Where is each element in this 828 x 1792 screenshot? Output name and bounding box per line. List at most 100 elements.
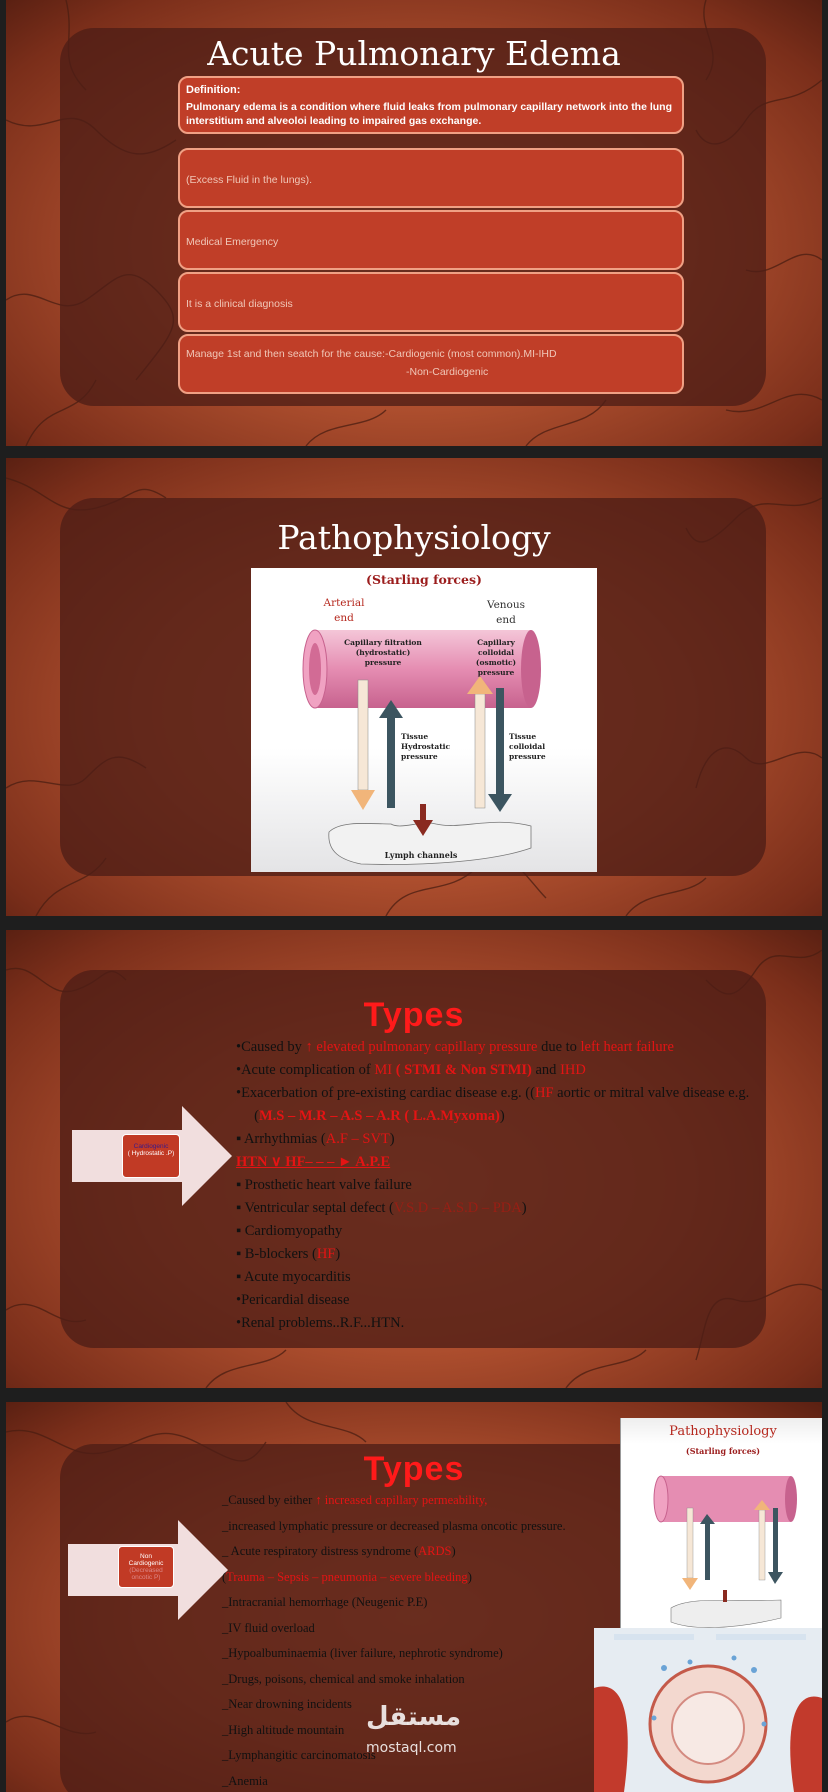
list-item: •Pericardial disease: [236, 1289, 756, 1312]
text: _Anemia: [222, 1773, 268, 1788]
list-item: _IV fluid overload: [222, 1616, 622, 1642]
non-cardiogenic-label: Non Cardiogenic (Decreased oncotic P): [118, 1546, 174, 1588]
list-item: •Exacerbation of pre-existing cardiac di…: [236, 1082, 756, 1105]
text: A.F – SVT: [325, 1131, 390, 1147]
info-box-2: Medical Emergency: [178, 210, 684, 270]
list-item: _increased lymphatic pressure or decreas…: [222, 1514, 622, 1540]
info-box-4-text: Manage 1st and then seatch for the cause…: [186, 348, 557, 360]
list-item: _ Acute respiratory distress syndrome (A…: [222, 1539, 622, 1565]
text: and: [531, 1062, 561, 1078]
inset-title: Pathophysiology: [669, 1424, 777, 1439]
list-item: (Trauma – Sepsis – pneumonia – severe bl…: [222, 1565, 622, 1591]
list-item: _Hypoalbuminaemia (liver failure, nephro…: [222, 1641, 622, 1667]
info-box-3-text: It is a clinical diagnosis: [186, 298, 293, 310]
inset-header: [621, 1418, 822, 1444]
text: (: [236, 1108, 259, 1124]
text: _IV fluid overload: [222, 1620, 315, 1635]
text: due to: [537, 1039, 581, 1055]
text: V.S.D – A.S.D – PDA: [393, 1200, 522, 1216]
starling-diagram: (Starling forces) Arterial end Venous en…: [251, 568, 597, 872]
list-item: ▪ Cardiomyopathy: [236, 1220, 756, 1243]
text: ↑ elevated pulmonary capillary pressure: [305, 1039, 538, 1055]
text: ▪ Ventricular septal defect (: [236, 1200, 394, 1216]
slide-title: Pathophysiology: [277, 518, 551, 557]
slide-title: Acute Pulmonary Edema: [207, 34, 621, 73]
cardiogenic-causes-list: •Caused by ↑ elevated pulmonary capillar…: [236, 1036, 756, 1335]
inset-starling-diagram: Pathophysiology (Starling forces): [620, 1418, 822, 1636]
text: ARDS: [418, 1544, 452, 1558]
info-box-4-line2: -Non-Cardiogenic: [406, 366, 489, 378]
text: _Caused by either: [222, 1493, 316, 1507]
text: Trauma – Sepsis – pneumonia – severe ble…: [226, 1569, 468, 1584]
starling-diagram-svg: [251, 629, 597, 872]
text: _High altitude mountain: [222, 1722, 345, 1737]
non-cardiogenic-label-line3: (Decreased oncotic P): [129, 1567, 163, 1581]
text: ): [521, 1200, 527, 1216]
slide-4: Types Non Cardiogenic (Decreased oncotic…: [6, 1402, 822, 1792]
text: _Near drowning incidents: [222, 1697, 352, 1711]
list-item: •Renal problems..R.F...HTN.: [236, 1312, 756, 1335]
non-cardiogenic-label-line1: Non: [140, 1553, 152, 1560]
text: •Renal problems..R.F...HTN.: [236, 1315, 405, 1331]
list-item: _High altitude mountain: [222, 1718, 622, 1744]
cardiogenic-label-line2: ( Hydrostatic .P): [127, 1150, 175, 1157]
cardiogenic-label: Cardiogenic ( Hydrostatic .P): [122, 1134, 180, 1178]
text: ): [467, 1569, 472, 1584]
text: _increased lymphatic pressure or decreas…: [222, 1518, 566, 1533]
non-cardiogenic-causes-list: _Caused by either ↑ increased capillary …: [222, 1488, 622, 1792]
arterial-end-label: Arterial end: [323, 597, 365, 624]
slide-1: Acute Pulmonary Edema Definition: Pulmon…: [6, 0, 822, 446]
text: HF: [316, 1246, 336, 1262]
text: _ Acute respiratory distress syndrome (: [222, 1544, 419, 1558]
info-box-1: (Excess Fluid in the lungs).: [178, 148, 684, 208]
list-item: _Lymphangitic carcinomatosis: [222, 1743, 622, 1769]
text: ▪ Acute myocarditis: [236, 1269, 351, 1285]
inset-lung-illustration: [594, 1628, 822, 1792]
text: ): [389, 1131, 395, 1147]
watermark-arabic: مستقل: [366, 1702, 462, 1732]
text: HTN ∨ HF– – – ► A.P.E: [236, 1154, 391, 1170]
list-item: •Acute complication of MI ( STMI & Non S…: [236, 1059, 756, 1082]
text: •Exacerbation of pre-existing cardiac di…: [236, 1085, 535, 1101]
text: ▪ B-blockers (: [236, 1246, 317, 1262]
list-item: ▪ Ventricular septal defect (V.S.D – A.S…: [236, 1197, 756, 1220]
text: ▪ Cardiomyopathy: [236, 1223, 343, 1239]
list-item: ▪ Acute myocarditis: [236, 1266, 756, 1289]
lymph-channels-label: Lymph channels: [384, 850, 458, 860]
list-item: ▪ Prosthetic heart valve failure: [236, 1174, 756, 1197]
list-item: (M.S – M.R – A.S – A.R ( L.A.Myxoma)): [236, 1105, 756, 1128]
text: _Hypoalbuminaemia (liver failure, nephro…: [222, 1646, 503, 1660]
definition-title: Definition:: [186, 84, 241, 96]
text: ( STMI & Non STMI): [392, 1062, 532, 1078]
info-box-2-text: Medical Emergency: [186, 236, 279, 248]
text: aortic or mitral valve disease e.g.: [553, 1085, 750, 1101]
non-cardiogenic-label-line2: Cardiogenic: [128, 1560, 164, 1567]
list-item: _Anemia: [222, 1769, 622, 1792]
text: HF: [534, 1085, 554, 1101]
text: left heart failure: [580, 1039, 674, 1055]
text: •Acute complication of: [236, 1062, 375, 1078]
slide-3: Types Cardiogenic ( Hydrostatic .P) •Cau…: [6, 930, 822, 1388]
list-item: ▪ B-blockers (HF): [236, 1243, 756, 1266]
list-item: _Near drowning incidents: [222, 1692, 622, 1718]
slide-title: Types: [363, 1450, 465, 1488]
text: _Drugs, poisons, chemical and smoke inha…: [222, 1671, 465, 1686]
list-item: _Intracranial hemorrhage (Neugenic P.E): [222, 1590, 622, 1616]
tissue-hydrostatic-label: Tissue Hydrostatic pressure: [401, 732, 451, 761]
definition-box: Definition: Pulmonary edema is a conditi…: [178, 76, 684, 134]
text: ▪ Prosthetic heart valve failure: [236, 1177, 412, 1193]
watermark-latin: mostaql.com: [366, 1740, 457, 1756]
text: •Pericardial disease: [236, 1292, 350, 1308]
info-box-3: It is a clinical diagnosis: [178, 272, 684, 332]
text: _Intracranial hemorrhage (Neugenic P.E): [222, 1595, 428, 1609]
lung-illustration-svg: [594, 1628, 822, 1792]
slide-title: Types: [363, 996, 465, 1034]
text: _Lymphangitic carcinomatosis: [222, 1748, 376, 1762]
text: ): [335, 1246, 341, 1262]
tissue-colloidal-label: Tissue colloidal pressure: [509, 732, 546, 761]
text: ▪ Arrhythmias (: [236, 1131, 326, 1147]
capillary-filtration-label: Capillary filtration (hydrostatic) press…: [344, 638, 422, 667]
text: IHD: [560, 1062, 586, 1078]
slide-2: Pathophysiology: [6, 458, 822, 916]
list-item: _Caused by either ↑ increased capillary …: [222, 1488, 622, 1514]
